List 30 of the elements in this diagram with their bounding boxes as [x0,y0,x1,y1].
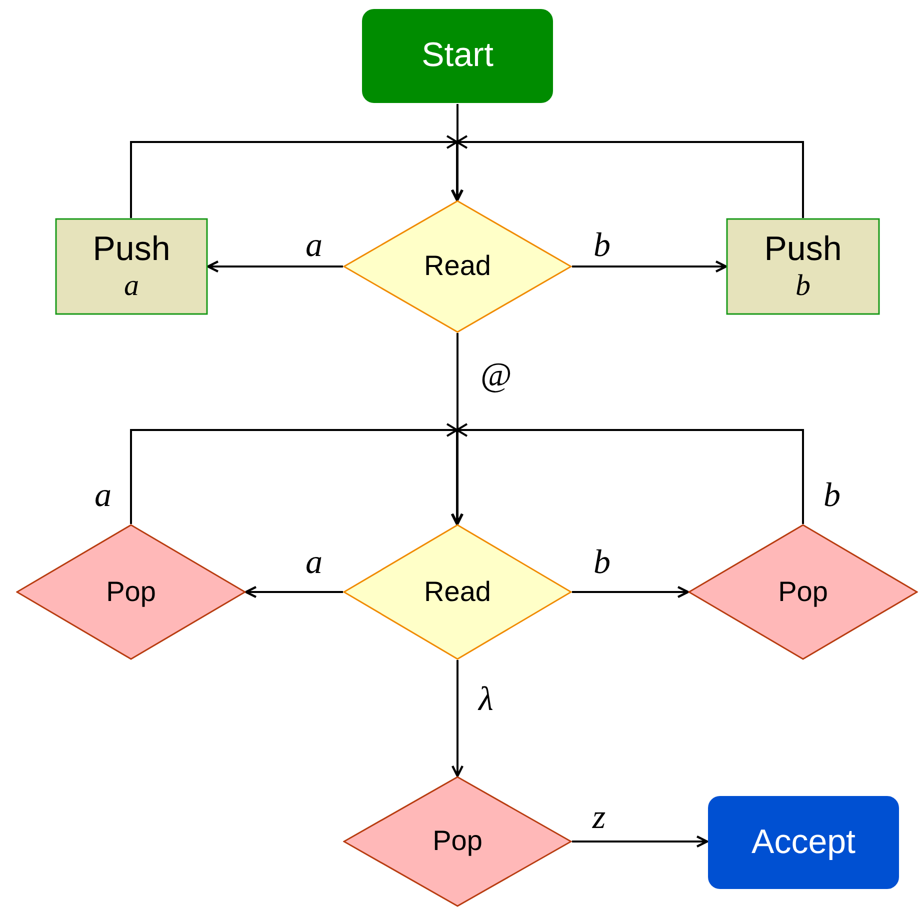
node-label: Read [424,251,491,282]
arrow [206,260,343,273]
decision-diamond [688,524,918,660]
arrow [244,586,343,598]
node-label: Start [422,37,494,75]
node-symbol: a [124,268,139,302]
arrow [450,135,804,219]
arrow [572,586,690,598]
node-label: Read [424,576,491,608]
arrow [572,260,728,273]
node-label: Push [764,231,842,269]
start-box [361,8,554,104]
accept-box [707,795,900,890]
arrow [450,423,804,526]
arrow [572,835,708,848]
node-label: Accept [752,824,856,862]
node-label: Pop [106,576,156,608]
node-label: Push [92,231,170,269]
node-symbol: b [796,268,810,302]
node-label: Pop [778,576,828,608]
decision-diamond [343,776,572,907]
process-box [726,218,880,315]
process-box [55,218,208,315]
arrow [451,333,464,526]
decision-diamond [343,200,572,333]
decision-diamond [343,524,572,660]
arrow [451,660,464,778]
decision-diamond [16,524,246,660]
node-label: Pop [432,826,482,857]
arrow [451,104,464,202]
